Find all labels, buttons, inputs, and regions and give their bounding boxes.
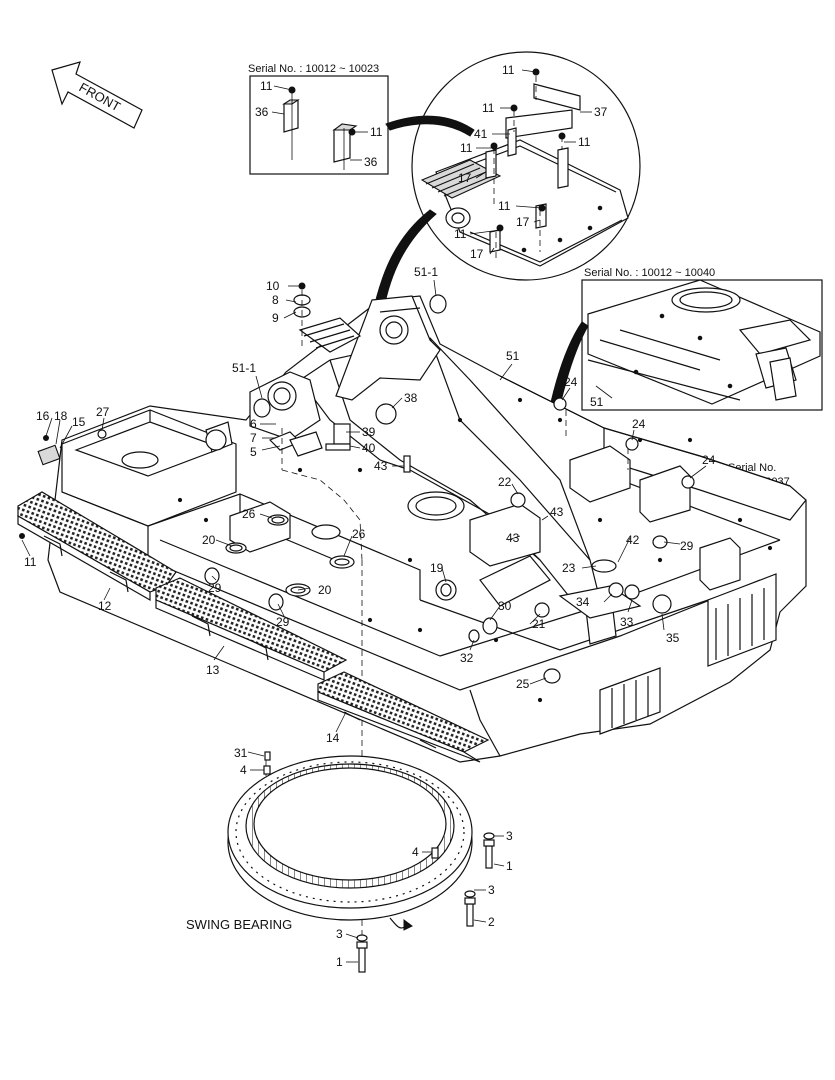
callout-31: 31 bbox=[234, 746, 248, 760]
callout-1: 1 bbox=[336, 955, 343, 969]
callout-38: 38 bbox=[404, 391, 418, 405]
callout-17: 17 bbox=[470, 247, 484, 261]
callout-18: 18 bbox=[54, 409, 68, 423]
callout-22: 22 bbox=[498, 475, 512, 489]
callout-11: 11 bbox=[482, 101, 495, 115]
callout-20: 20 bbox=[318, 583, 332, 597]
callout-3: 3 bbox=[506, 829, 513, 843]
callout-24: 24 bbox=[564, 375, 578, 389]
callout-43: 43 bbox=[550, 505, 564, 519]
callout-51: 51 bbox=[590, 395, 604, 409]
callout-8: 8 bbox=[272, 293, 279, 307]
inset-circle-detail bbox=[411, 51, 641, 281]
serial-label-1: Serial No. : 10012 ~ 10023 bbox=[248, 63, 379, 75]
callout-4: 4 bbox=[412, 845, 419, 859]
callout-43: 43 bbox=[374, 459, 388, 473]
callout-11: 11 bbox=[578, 135, 591, 149]
callout-35: 35 bbox=[666, 631, 680, 645]
callout-11: 11 bbox=[260, 79, 273, 93]
callout-19: 19 bbox=[430, 561, 444, 575]
callout-41: 41 bbox=[474, 127, 488, 141]
upper-frame bbox=[47, 294, 807, 763]
callout-32: 32 bbox=[460, 651, 474, 665]
callout-37: 37 bbox=[594, 105, 608, 119]
callout-5: 5 bbox=[250, 445, 257, 459]
callout-29: 29 bbox=[208, 581, 222, 595]
callout-51-1: 51-1 bbox=[232, 361, 256, 375]
callout-4: 4 bbox=[240, 763, 247, 777]
serial-label-2: Serial No. : 10012 ~ 10040 bbox=[584, 267, 715, 279]
callout-36: 36 bbox=[255, 105, 269, 119]
leader-lines bbox=[21, 69, 707, 963]
callout-26: 26 bbox=[352, 527, 366, 541]
callout-26: 26 bbox=[242, 507, 256, 521]
callout-12: 12 bbox=[98, 599, 112, 613]
callout-27: 27 bbox=[96, 405, 110, 419]
callout-30: 30 bbox=[498, 599, 512, 613]
callout-17: 17 bbox=[458, 171, 472, 185]
callout-11: 11 bbox=[454, 227, 467, 241]
callout-24: 24 bbox=[632, 417, 646, 431]
callout-51: 51 bbox=[506, 349, 520, 363]
callout-36: 36 bbox=[364, 155, 378, 169]
callout-10: 10 bbox=[266, 279, 280, 293]
callout-1: 1 bbox=[506, 859, 513, 873]
step-plates bbox=[17, 491, 490, 763]
callout-29: 29 bbox=[276, 615, 290, 629]
callout-6: 6 bbox=[250, 417, 257, 431]
callout-14: 14 bbox=[326, 731, 340, 745]
callout-7: 7 bbox=[250, 431, 257, 445]
callout-15: 15 bbox=[72, 415, 86, 429]
callout-9: 9 bbox=[272, 311, 279, 325]
callout-24: 24 bbox=[702, 453, 716, 467]
inset-pointer-1b bbox=[385, 115, 475, 137]
callout-40: 40 bbox=[362, 441, 376, 455]
callout-51-1: 51-1 bbox=[414, 265, 438, 279]
callout-23: 23 bbox=[562, 561, 576, 575]
callout-11: 11 bbox=[370, 125, 383, 139]
callout-39: 39 bbox=[362, 425, 376, 439]
callout-20: 20 bbox=[202, 533, 216, 547]
callout-11: 11 bbox=[24, 555, 37, 569]
callout-25: 25 bbox=[516, 677, 530, 691]
bearing-bolts bbox=[19, 533, 495, 973]
callouts: 11 36 11 36 11 11 37 41 11 11 17 11 17 1… bbox=[24, 63, 716, 969]
callout-3: 3 bbox=[336, 927, 343, 941]
callout-33: 33 bbox=[620, 615, 634, 629]
callout-34: 34 bbox=[576, 595, 590, 609]
front-arrow: FRONT bbox=[51, 61, 143, 129]
callout-43: 43 bbox=[506, 531, 520, 545]
inset-serial-10040: Serial No. : 10012 ~ 10040 bbox=[581, 267, 823, 411]
callout-21: 21 bbox=[532, 617, 546, 631]
callout-11: 11 bbox=[502, 63, 515, 77]
callout-11: 11 bbox=[498, 199, 511, 213]
callout-42: 42 bbox=[626, 533, 640, 547]
callout-11: 11 bbox=[460, 141, 473, 155]
callout-13: 13 bbox=[206, 663, 220, 677]
callout-3: 3 bbox=[488, 883, 495, 897]
swing-bearing-label: SWING BEARING bbox=[186, 917, 292, 932]
callout-17: 17 bbox=[516, 215, 530, 229]
callout-16: 16 bbox=[36, 409, 50, 423]
callout-2: 2 bbox=[488, 915, 495, 929]
swing-bearing: SWING BEARING bbox=[186, 755, 473, 932]
grommets bbox=[37, 282, 695, 684]
callout-29: 29 bbox=[680, 539, 694, 553]
